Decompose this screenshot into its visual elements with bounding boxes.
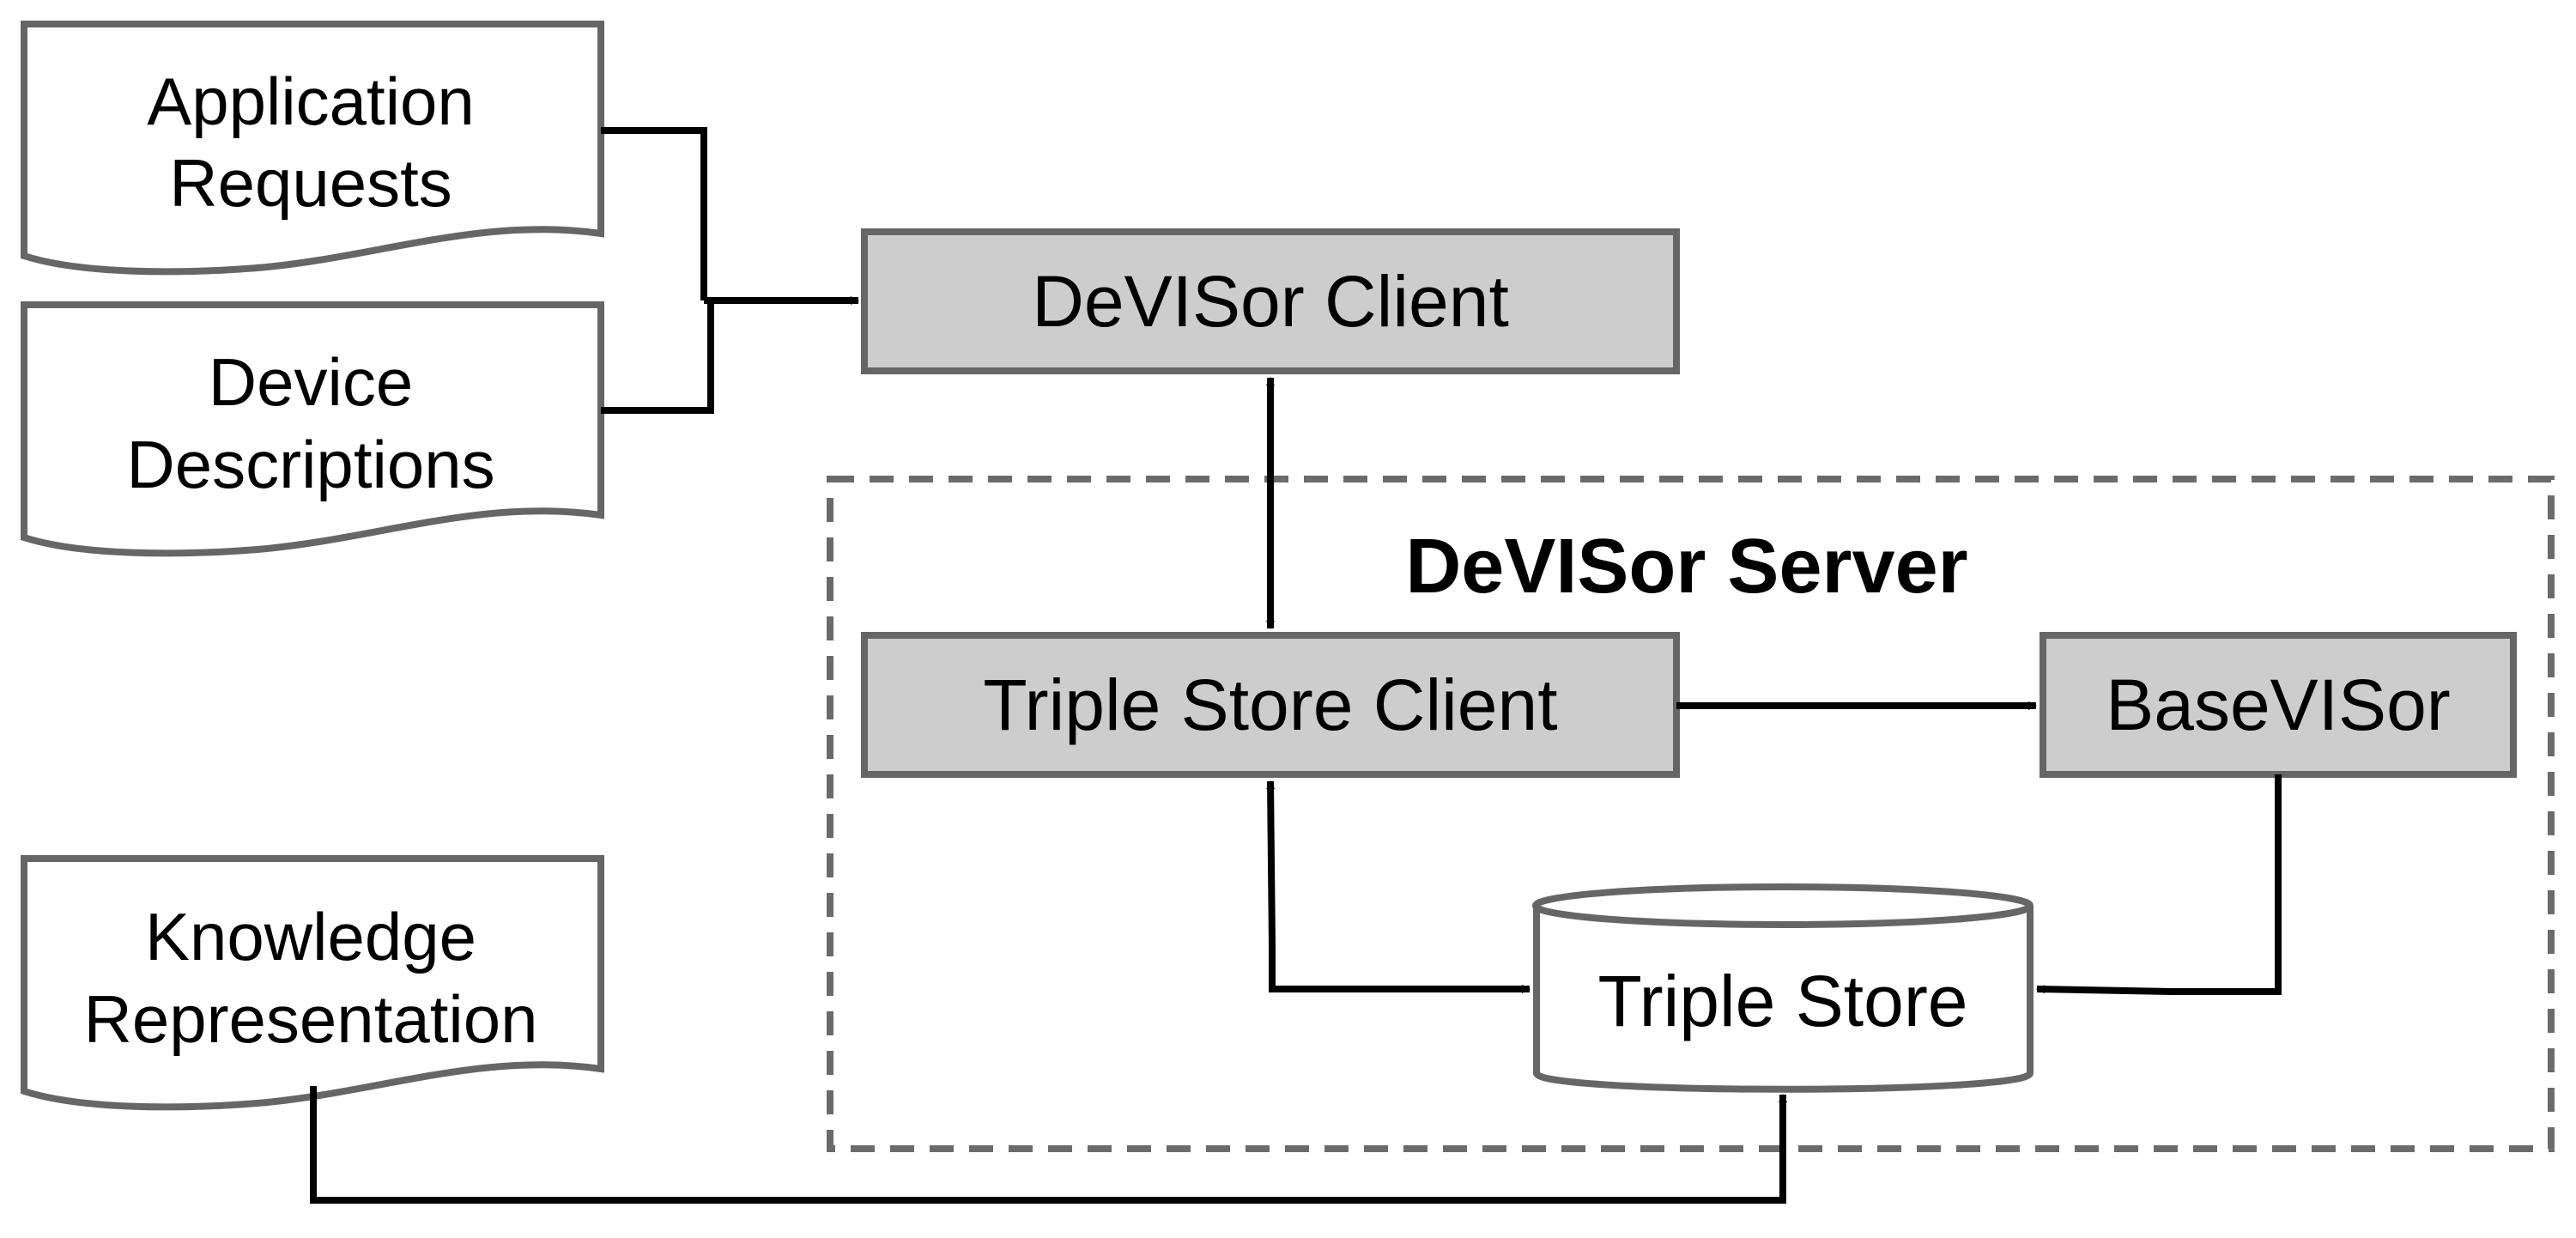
connector-application-requests (601, 127, 707, 300)
device-descriptions-document: Device Descriptions (21, 301, 604, 557)
application-requests-label-line2: Requests (169, 145, 452, 221)
arrow-basevisor-to-triple-store (2036, 774, 2282, 995)
device-descriptions-label-line2: Descriptions (126, 427, 494, 502)
devisor-server-boundary (827, 476, 2555, 1152)
triple-store-cylinder: Triple Store (1532, 883, 2034, 1093)
triple-store-label: Triple Store (1597, 961, 1967, 1041)
basevisor-label: BaseVISor (2106, 665, 2451, 745)
basevisor-box: BaseVISor (2040, 632, 2517, 778)
device-descriptions-label-line1: Device (209, 344, 413, 420)
knowledge-representation-label-line2: Representation (83, 981, 537, 1057)
application-requests-label-line1: Application (147, 64, 475, 139)
triple-store-client-box: Triple Store Client (861, 632, 1680, 778)
devisor-client-box: DeVISor Client (861, 228, 1680, 374)
knowledge-representation-label-line1: Knowledge (145, 899, 476, 974)
connector-device-descriptions (601, 300, 714, 414)
arrow-triple-store-client-to-triple-store (1269, 944, 1530, 993)
arrow-knowledge-to-triple-store (310, 1086, 1787, 1204)
arrow-triple-store-to-triple-store-client (1266, 780, 1276, 945)
knowledge-representation-document: Knowledge Representation (21, 855, 604, 1111)
devisor-server-title: DeVISor Server (1405, 524, 1967, 610)
application-requests-document: Application Requests (21, 21, 604, 276)
triple-store-client-label: Triple Store Client (983, 665, 1557, 745)
devisor-client-label: DeVISor Client (1032, 261, 1509, 342)
